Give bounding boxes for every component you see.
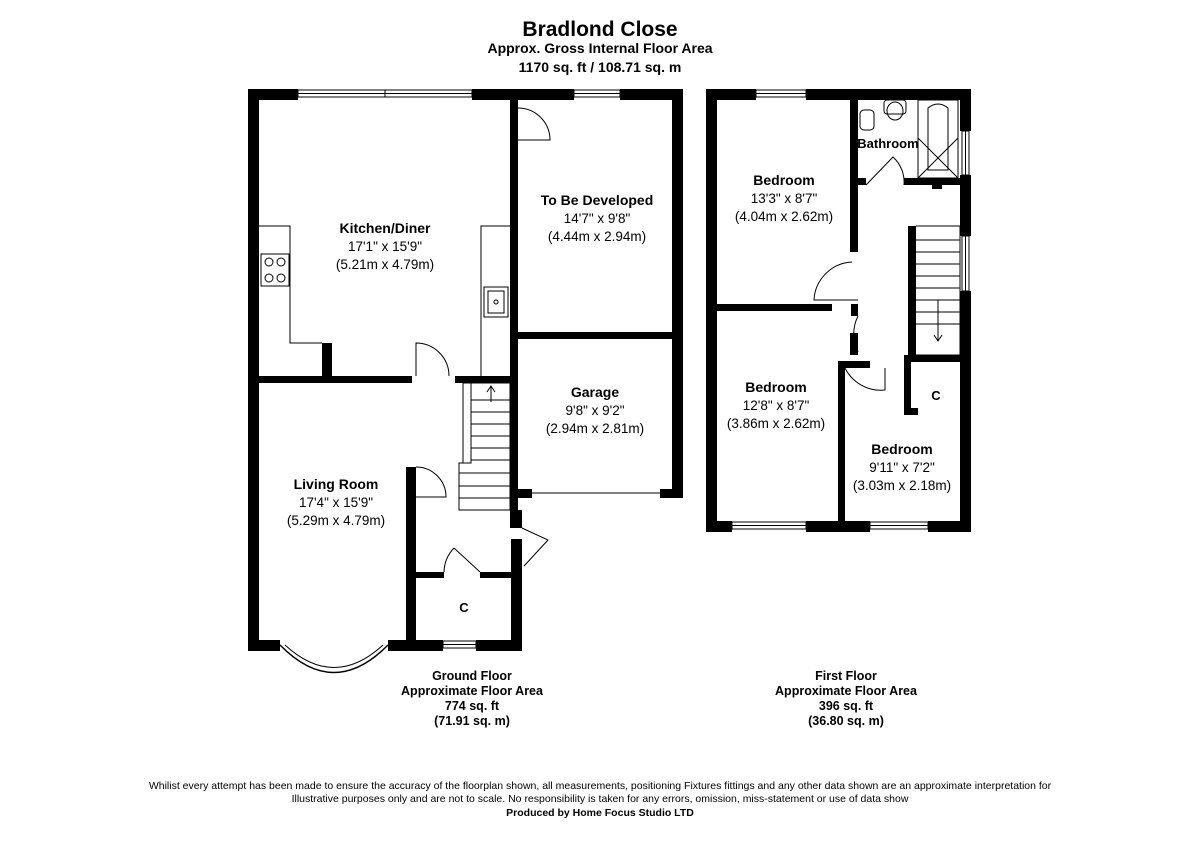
room-dim-develop-metric: (4.44m x 2.94m): [548, 229, 646, 244]
ground-floor-sqm: (71.91 sq. m): [434, 714, 510, 728]
room-dim-bedroom-2-metric: (3.86m x 2.62m): [727, 416, 825, 431]
room-name-bedroom-2: Bedroom: [745, 379, 806, 395]
first-floor-sqm: (36.80 sq. m): [808, 714, 884, 728]
room-dim-living-metric: (5.29m x 4.79m): [287, 513, 385, 528]
first-floor-walls: [706, 89, 971, 532]
ground-floor-name: Ground Floor: [432, 669, 512, 683]
first-floor-area-label: First Floor Approximate Floor Area 396 s…: [746, 669, 946, 729]
room-dim-garage-imperial: 9'8" x 9'2": [565, 403, 624, 418]
room-name-cupboard-gf: C: [459, 600, 469, 615]
room-dim-bedroom-1-imperial: 13'3" x 8'7": [751, 191, 818, 206]
kitchen-fittings: [259, 225, 510, 376]
disclaimer-line-1: Whilist every attempt has been made to e…: [148, 780, 1052, 792]
total-area: 1170 sq. ft / 108.71 sq. m: [518, 59, 682, 75]
ground-floor-doors: [415, 107, 551, 573]
room-dim-garage-metric: (2.94m x 2.81m): [546, 421, 644, 436]
first-floor-doors: [813, 156, 905, 391]
ground-floor-windows: [279, 89, 660, 674]
first-floor-sqft: 396 sq. ft: [818, 699, 874, 713]
producer-credit: Produced by Home Focus Studio LTD: [506, 807, 694, 819]
ground-floor-walls: [248, 89, 683, 651]
room-dim-kitchen-metric: (5.21m x 4.79m): [336, 257, 434, 272]
plan-subtitle: Approx. Gross Internal Floor Area: [487, 40, 713, 56]
disclaimer-line-2: Illustrative purposes only and are not t…: [291, 793, 909, 805]
room-name-develop: To Be Developed: [541, 192, 654, 208]
ground-floor-plan: [248, 89, 683, 674]
bathroom-fittings: [859, 99, 959, 179]
room-dim-bedroom-1-metric: (4.04m x 2.62m): [735, 209, 833, 224]
first-floor-stairs: [916, 225, 961, 356]
first-floor-name: First Floor: [815, 669, 877, 683]
ground-floor-area-caption: Approximate Floor Area: [401, 684, 543, 698]
first-floor-plan: [706, 89, 971, 532]
first-floor-windows: [731, 89, 970, 530]
ground-floor-sqft: 774 sq. ft: [444, 699, 500, 713]
ground-floor-stairs: [458, 382, 511, 511]
ground-floor-area-label: Ground Floor Approximate Floor Area 774 …: [372, 669, 572, 729]
room-name-living: Living Room: [294, 476, 379, 492]
room-dim-living-imperial: 17'4" x 15'9": [299, 495, 373, 510]
room-dim-bedroom-3-metric: (3.03m x 2.18m): [853, 478, 951, 493]
room-dim-bedroom-2-imperial: 12'8" x 8'7": [743, 398, 810, 413]
room-name-bedroom-3: Bedroom: [871, 441, 932, 457]
room-dim-develop-imperial: 14'7" x 9'8": [564, 211, 631, 226]
room-name-bathroom: Bathroom: [857, 136, 918, 151]
room-name-kitchen: Kitchen/Diner: [339, 220, 431, 236]
plan-title: Bradlond Close: [522, 18, 678, 41]
room-name-garage: Garage: [571, 384, 619, 400]
room-name-cupboard-ff: C: [931, 388, 941, 403]
room-dim-kitchen-imperial: 17'1" x 15'9": [348, 239, 422, 254]
first-floor-area-caption: Approximate Floor Area: [775, 684, 917, 698]
room-dim-bedroom-3-imperial: 9'11" x 7'2": [869, 460, 935, 475]
room-name-bedroom-1: Bedroom: [753, 172, 814, 188]
